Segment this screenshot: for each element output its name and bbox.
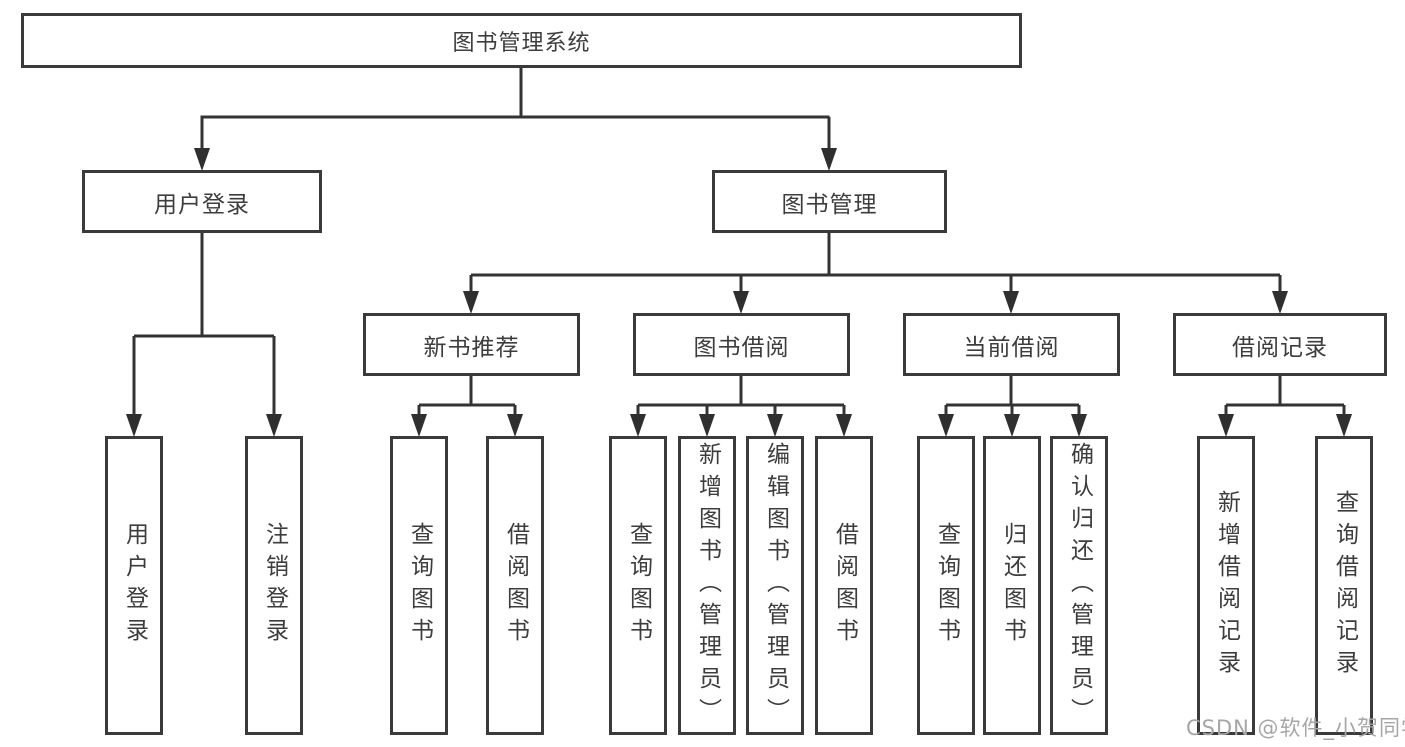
connector-book-to-sections [469,233,1282,309]
arrow-down-icon [194,148,210,171]
arrow-down-icon [699,414,715,437]
leaf-edit-book-admin: 编辑图书（管理员） [746,436,804,735]
connector-root-to-level2 [200,68,831,166]
leaf-query-books-recommend: 查询图书 [390,436,448,735]
leaf-logout: 注销登录 [245,436,303,735]
leaf-label: 新增借阅记录 [1213,489,1240,682]
leaf-query-borrow-record: 查询借阅记录 [1315,436,1373,735]
connector-newrec-to-leaves [417,376,517,432]
leaf-add-borrow-record: 新增借阅记录 [1197,436,1255,735]
leaf-label: 查询图书 [933,521,960,650]
leaf-borrow-books: 借阅图书 [815,436,873,735]
leaf-label: 归还图书 [999,521,1026,650]
arrow-down-icon [126,414,142,437]
node-label: 当前借阅 [963,334,1060,361]
arrow-down-icon [938,414,954,437]
arrow-down-icon [463,291,479,314]
node-borrowing-records: 借阅记录 [1173,313,1387,376]
node-label: 图书管理系统 [452,30,591,56]
leaf-return-books: 归还图书 [983,436,1041,735]
leaf-label: 查询图书 [406,521,433,650]
arrow-down-icon [733,291,749,314]
node-label: 用户登录 [154,191,250,218]
arrow-down-icon [630,414,646,437]
arrow-down-icon [836,414,852,437]
arrow-down-icon [411,414,427,437]
watermark: CSDN @软件_小贺同学 [1186,716,1405,740]
leaf-borrow-books-recommend: 借阅图书 [486,436,544,735]
arrow-down-icon [1272,291,1288,314]
arrow-down-icon [266,414,282,437]
arrow-down-icon [1071,414,1087,437]
arrow-down-icon [507,414,523,437]
leaf-label: 编辑图书（管理员） [762,441,789,730]
leaf-label: 新增图书（管理员） [694,441,721,730]
node-label: 图书管理 [781,191,878,218]
node-label: 图书借阅 [693,334,790,361]
node-library-system: 图书管理系统 [21,13,1022,68]
leaf-label: 用户登录 [121,521,148,650]
leaf-label: 查询借阅记录 [1331,489,1358,682]
connector-borrow-to-leaves [636,376,846,432]
node-current-borrowing: 当前借阅 [903,313,1120,376]
leaf-label: 注销登录 [261,521,288,650]
connector-user-to-leaves [132,233,276,432]
leaf-user-login: 用户登录 [105,436,163,735]
arrow-down-icon [767,414,783,437]
node-new-book-recommend: 新书推荐 [363,313,580,376]
node-book-management: 图书管理 [712,170,947,233]
arrow-down-icon [1218,414,1234,437]
leaf-query-books-current: 查询图书 [917,436,975,735]
leaf-label: 确认归还（管理员） [1066,441,1093,730]
leaf-query-books-borrowing: 查询图书 [609,436,667,735]
leaf-label: 查询图书 [625,521,652,650]
node-user-login: 用户登录 [82,170,322,233]
leaf-label: 借阅图书 [502,521,529,650]
arrow-down-icon [821,148,837,171]
connector-records-to-leaves [1224,376,1346,432]
node-book-borrowing: 图书借阅 [633,313,850,376]
node-label: 借阅记录 [1232,334,1328,361]
leaf-add-book-admin: 新增图书（管理员） [678,436,736,735]
arrow-down-icon [1336,414,1352,437]
node-label: 新书推荐 [423,334,520,361]
leaf-confirm-return-admin: 确认归还（管理员） [1050,436,1108,735]
arrow-down-icon [1004,414,1020,437]
arrow-down-icon [1003,291,1019,314]
leaf-label: 借阅图书 [831,521,858,650]
